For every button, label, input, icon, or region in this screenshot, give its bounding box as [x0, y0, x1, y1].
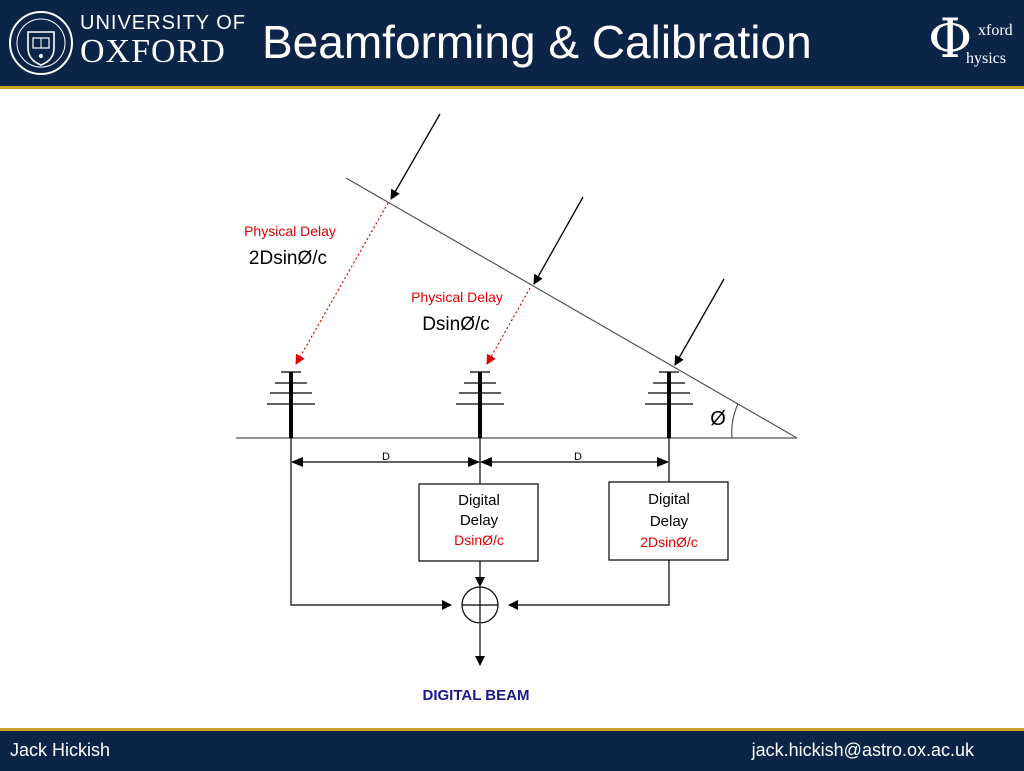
incoming-wave-arrow-1	[390, 113, 441, 200]
phi-symbol: Φ	[928, 7, 973, 70]
antenna-3	[645, 371, 693, 438]
oxford-crest-icon	[9, 11, 73, 75]
physical-delay-arrow-1	[295, 202, 389, 365]
spacing-label-1: D	[382, 451, 390, 463]
physics-logo-line-1: xford	[978, 22, 1013, 39]
footer-bar: Jack Hickish jack.hickish@astro.ox.ac.uk	[0, 728, 1024, 771]
digital-delay-1-line-2: Delay	[460, 512, 499, 529]
university-line-2: OXFORD	[80, 33, 226, 70]
digital-delay-2-line-1: Digital	[648, 491, 690, 508]
digital-delay-2-formula: 2DsinØ/c	[640, 534, 698, 550]
digital-beam-label: DIGITAL BEAM	[423, 687, 530, 704]
physical-delay-label-2: Physical Delay	[411, 289, 503, 305]
antenna-1	[267, 371, 315, 438]
signal-line-1	[290, 438, 452, 610]
oxford-physics-logo: Φ xford hysics	[926, 7, 1022, 78]
physics-logo-line-2: hysics	[966, 50, 1006, 67]
presenter-email: jack.hickish@astro.ox.ac.uk	[751, 740, 974, 760]
page-title: Beamforming & Calibration	[262, 16, 812, 68]
angle-label: Ø	[710, 408, 726, 430]
university-wordmark: UNIVERSITY OF OXFORD	[80, 12, 246, 70]
angle-arc	[731, 403, 739, 439]
spacing-label-2: D	[574, 451, 582, 463]
incoming-wave-arrow-2	[533, 196, 584, 285]
digital-delay-box-2	[608, 481, 729, 561]
digital-delay-1-line-1: Digital	[458, 492, 500, 509]
digital-delay-1-formula: DsinØ/c	[454, 532, 504, 548]
physical-delay-formula-2: DsinØ/c	[422, 314, 490, 335]
beamforming-diagram: Physical Delay 2DsinØ/c Physical Delay D…	[236, 113, 798, 704]
presenter-name: Jack Hickish	[10, 740, 111, 760]
digital-delay-box-1	[418, 483, 539, 562]
wavefront-line	[345, 177, 798, 439]
digital-delay-2-line-2: Delay	[650, 513, 689, 530]
summing-junction-icon	[461, 586, 499, 624]
physical-delay-label-1: Physical Delay	[244, 223, 336, 239]
incoming-wave-arrow-3	[674, 278, 725, 366]
signal-line-3b	[508, 560, 670, 610]
physical-delay-formula-1: 2DsinØ/c	[249, 248, 327, 269]
university-line-1: UNIVERSITY OF	[80, 12, 246, 34]
header-bar: UNIVERSITY OF OXFORD Beamforming & Calib…	[0, 0, 1024, 89]
physical-delay-arrow-2	[486, 287, 531, 365]
antenna-2	[456, 371, 504, 438]
